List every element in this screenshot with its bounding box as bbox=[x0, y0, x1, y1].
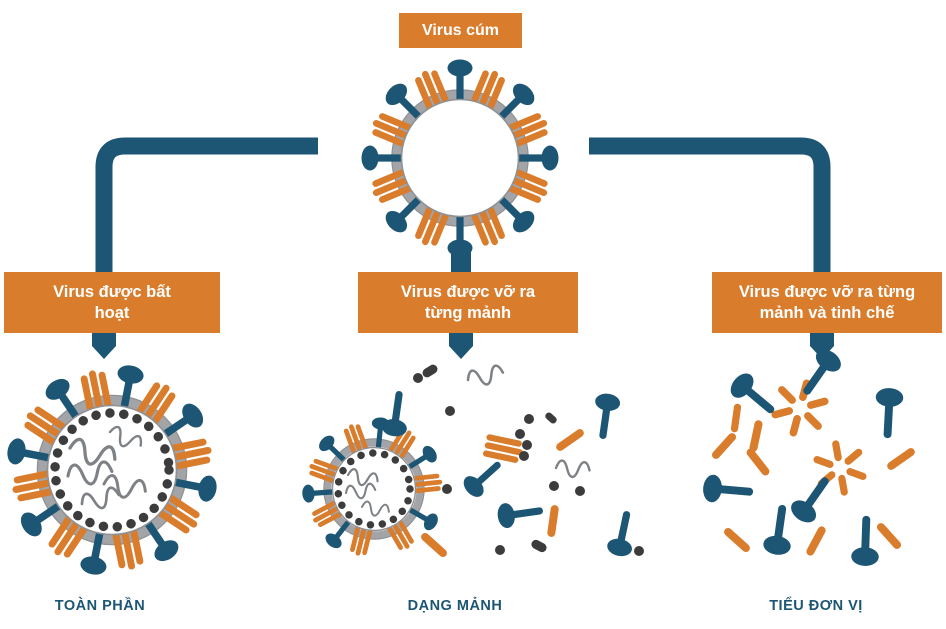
process-box-subunit: Virus được vỡ ra từng mảnh và tinh chế bbox=[712, 272, 942, 333]
process-label-line: hoạt bbox=[94, 303, 130, 322]
result-label-subunit: TIỂU ĐƠN VỊ bbox=[769, 598, 863, 614]
subunit-antigens-illustration bbox=[701, 345, 917, 567]
process-label-line: Virus được vỡ ra bbox=[400, 282, 536, 301]
process-box-split: Virus được vỡ ra từng mảnh bbox=[358, 272, 578, 333]
connector-left bbox=[95, 137, 318, 274]
process-label-line: Virus được bất bbox=[53, 282, 171, 301]
process-box-inactivated: Virus được bất hoạt bbox=[4, 272, 220, 333]
connector-right bbox=[589, 137, 831, 274]
split-virion-illustration bbox=[301, 416, 444, 558]
process-label-line: từng mảnh bbox=[424, 303, 512, 322]
process-label-line: Virus được vỡ ra từng bbox=[738, 282, 916, 301]
process-label-line: mảnh và tinh chế bbox=[759, 303, 895, 322]
flu-virus-illustration bbox=[361, 59, 559, 257]
down-arrow-icon bbox=[449, 332, 473, 359]
orange-spike-cluster bbox=[411, 473, 444, 494]
result-label-split: DẠNG MẢNH bbox=[407, 598, 503, 614]
down-arrows bbox=[92, 332, 834, 359]
whole-virion-illustration bbox=[5, 363, 219, 577]
virus-cum-label: Virus cúm bbox=[421, 21, 500, 39]
result-label-whole: TOÀN PHẦN bbox=[54, 598, 146, 614]
down-arrow-icon bbox=[92, 332, 116, 359]
virus-cum-label-box: Virus cúm bbox=[399, 13, 522, 48]
